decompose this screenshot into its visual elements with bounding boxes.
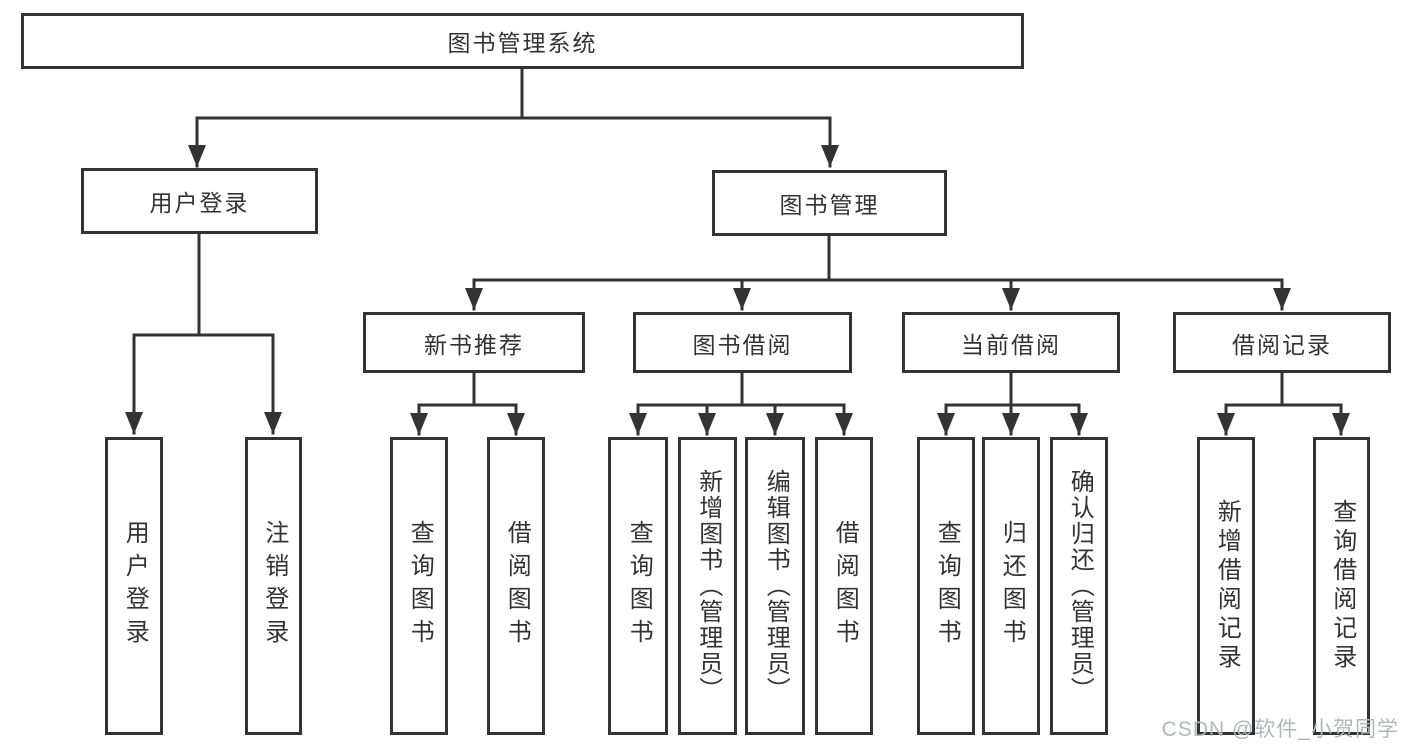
leaf-user-login: 用户登录 [105,437,163,735]
leaf-current-confirm-return: 确认归还（管理员） [1050,437,1108,735]
node-label: 当前借阅 [961,331,1061,358]
leaf-borrowing-borrow-books: 借阅图书 [815,437,873,735]
node-label: 查询图书 [406,520,434,652]
node-label: 新增图书（管理员） [694,469,722,703]
node-label: 注销登录 [260,520,288,652]
node-label: 借阅图书 [831,520,859,652]
leaf-current-return-books: 归还图书 [982,437,1040,735]
leaf-borrowing-add-books: 新增图书（管理员） [678,437,737,735]
leaf-borrowing-edit-books: 编辑图书（管理员） [745,437,805,735]
leaf-borrowing-query-books: 查询图书 [608,437,668,735]
node-user-login: 用户登录 [81,168,318,234]
node-label: 借阅图书 [503,520,531,652]
leaf-logout: 注销登录 [245,437,302,735]
node-borrow-records: 借阅记录 [1173,312,1391,373]
node-label: 新增借阅记录 [1213,499,1241,673]
node-book-management: 图书管理 [712,170,947,236]
node-label: 查询借阅记录 [1328,499,1356,673]
node-label: 用户登录 [121,520,149,652]
leaf-newrec-query-books: 查询图书 [390,437,448,735]
node-new-book-recommend: 新书推荐 [363,312,585,373]
node-book-borrowing: 图书借阅 [633,312,852,373]
node-current-borrowing: 当前借阅 [902,312,1120,373]
leaf-current-query-books: 查询图书 [917,437,975,735]
node-label: 查询图书 [625,520,653,652]
node-label: 借阅记录 [1232,331,1332,358]
node-label: 新书推荐 [424,331,524,358]
node-label: 图书借阅 [692,331,793,358]
watermark: CSDN @软件_小贺同学 [1161,718,1399,741]
node-label: 图书管理 [779,192,880,218]
leaf-records-add-record: 新增借阅记录 [1197,437,1255,735]
node-label: 图书管理系统 [447,30,598,56]
node-label: 用户登录 [149,190,250,216]
node-label: 归还图书 [998,520,1026,652]
node-label: 确认归还（管理员） [1066,469,1094,703]
leaf-newrec-borrow-books: 借阅图书 [487,437,545,735]
leaf-records-query-record: 查询借阅记录 [1313,437,1370,735]
node-label: 编辑图书（管理员） [762,469,790,703]
node-library-system: 图书管理系统 [21,13,1024,69]
node-label: 查询图书 [933,520,961,652]
